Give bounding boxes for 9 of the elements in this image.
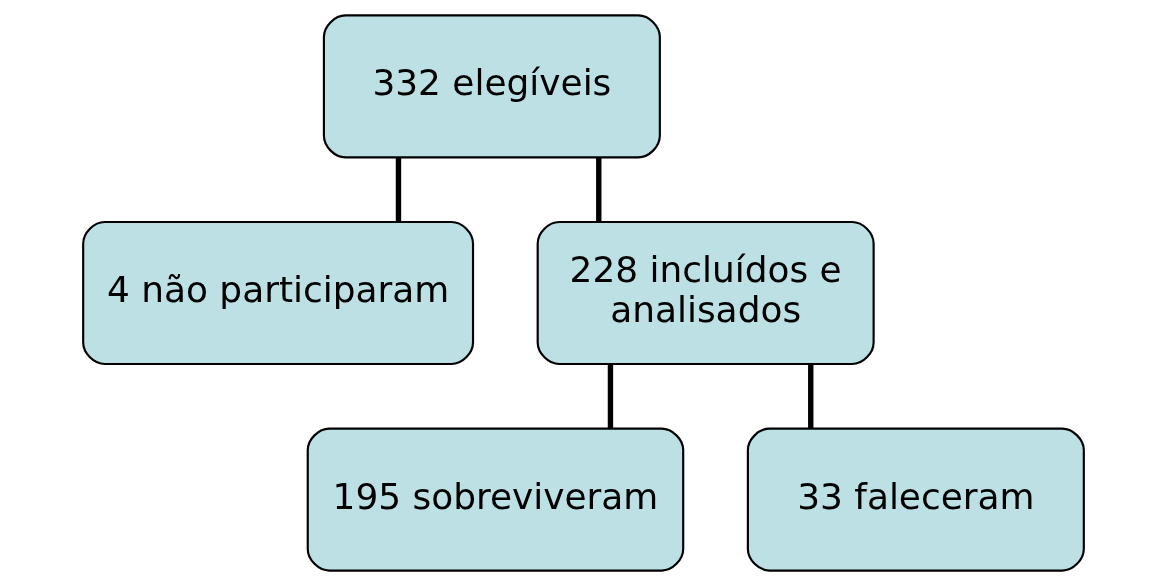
- node-box: 195 sobreviveram: [306, 427, 684, 572]
- node-box: 4 não participaram: [81, 220, 474, 366]
- connector: [607, 364, 613, 429]
- node-box: 332 elegíveis: [322, 14, 661, 159]
- node-box: 33 faleceram: [746, 427, 1085, 572]
- connector: [595, 157, 601, 222]
- connector: [395, 157, 401, 222]
- connector: [807, 364, 813, 429]
- node-box: 228 incluídos e analisados: [536, 220, 875, 366]
